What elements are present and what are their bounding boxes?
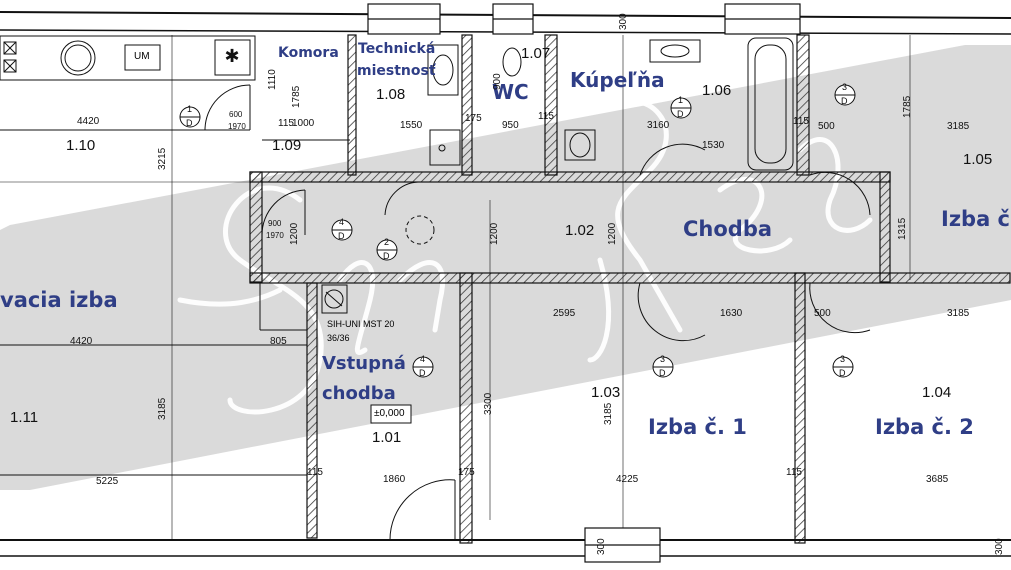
room-komora: Komora: [278, 45, 339, 61]
dimension: 4225: [616, 474, 639, 485]
room-number: 1.11: [10, 409, 39, 426]
door-number: 3: [660, 354, 666, 364]
dimension: 1110: [267, 69, 278, 90]
room-technicka-2: miestnosť: [357, 63, 436, 79]
walls: [0, 11, 1011, 557]
door-letter: D: [677, 109, 684, 119]
room-kupelna: Kúpeľňa: [570, 68, 665, 92]
dimension: 1785: [902, 95, 913, 118]
dimension: 300: [596, 538, 607, 555]
dimension: 5225: [96, 476, 119, 487]
room-number: 1.09: [272, 137, 302, 154]
dimension: 300: [994, 538, 1005, 555]
dimension: 300: [618, 13, 629, 30]
room-vstupna-2: chodba: [322, 383, 396, 404]
room-number: 1.03: [591, 384, 621, 401]
dimension: 3185: [157, 397, 168, 420]
room-obyvacia: vacia izba: [0, 288, 118, 312]
chimney-size: 36/36: [327, 333, 350, 343]
door-number: 1: [187, 104, 193, 114]
kitchen-counter: ✱: [0, 35, 256, 81]
room-number: 1.01: [372, 429, 402, 446]
door-letter: D: [383, 251, 390, 261]
dimension: 1200: [607, 222, 618, 245]
level-box: [370, 404, 412, 424]
door-number: 2: [384, 237, 390, 247]
door-number: 3: [842, 82, 848, 92]
dimension: 175: [458, 467, 475, 478]
windows: [367, 3, 801, 563]
door-markers: [179, 84, 856, 378]
dimension: 1630: [720, 308, 743, 319]
dimension: 1860: [383, 474, 406, 485]
room-chodba: Chodba: [683, 217, 773, 241]
door-swings: [204, 84, 871, 541]
dimension: 500: [818, 121, 835, 132]
chimney-label: SIH-UNI MST 20: [327, 319, 395, 329]
door-letter: D: [419, 368, 426, 378]
dimension: 1200: [489, 222, 500, 245]
dimension: 900: [492, 73, 503, 90]
room-izba-1: Izba č. 1: [648, 415, 747, 439]
dimension: 115: [786, 467, 802, 478]
dimension: 1550: [400, 120, 423, 131]
um-label: UM: [134, 51, 150, 62]
dimension: 600: [229, 110, 243, 119]
dimension: 1000: [292, 118, 315, 129]
dimension: 950: [502, 120, 519, 131]
room-number: 1.08: [376, 86, 406, 103]
dimension: 3160: [647, 120, 670, 131]
dimension: 500: [814, 308, 831, 319]
dimension: 1315: [897, 217, 908, 240]
door-letter: D: [186, 118, 193, 128]
dimension: 175: [465, 113, 482, 124]
dimension: 4420: [70, 336, 93, 347]
room-number: 1.05: [963, 151, 993, 168]
door-number: 4: [339, 217, 345, 227]
room-number: 1.06: [702, 82, 732, 99]
door-number: 1: [678, 95, 684, 105]
dimension: 3685: [926, 474, 949, 485]
dimension: 3215: [157, 147, 168, 170]
level-label: ±0,000: [374, 408, 405, 419]
svg-text:✱: ✱: [224, 46, 239, 66]
dimension: 900: [268, 219, 282, 228]
dimension: 3185: [603, 402, 614, 425]
dimension: 1970: [228, 122, 246, 131]
fixtures: [427, 37, 794, 171]
watermark-band: [0, 45, 1011, 490]
dimension: 115: [538, 111, 554, 122]
door-letter: D: [659, 368, 666, 378]
room-number: 1.04: [922, 384, 952, 401]
door-letter: D: [841, 96, 848, 106]
dimension: 115: [307, 467, 323, 478]
door-number: 3: [840, 354, 846, 364]
door-number: 4: [420, 354, 426, 364]
dimension: 1970: [266, 231, 284, 240]
dimension: 4420: [77, 116, 100, 127]
room-wc: WC: [492, 80, 529, 104]
dimension: 115: [793, 116, 809, 127]
room-number: 1.10: [66, 137, 96, 154]
room-izba-right: Izba č.: [941, 207, 1011, 231]
dimension: 3300: [483, 392, 494, 415]
door-letter: D: [839, 368, 846, 378]
dimension: 3185: [947, 308, 970, 319]
room-technicka-1: Technická: [358, 41, 436, 57]
dimension: 2595: [553, 308, 576, 319]
dimension: 3185: [947, 121, 970, 132]
room-number: 1.02: [565, 222, 595, 239]
room-vstupna-1: Vstupná: [322, 353, 406, 374]
room-izba-2: Izba č. 2: [875, 415, 974, 439]
dimension: 1785: [291, 85, 302, 108]
dimension: 115: [278, 118, 294, 129]
dimension: 805: [270, 336, 287, 347]
dimension: 1200: [289, 222, 300, 245]
dimension: 1530: [702, 140, 725, 151]
door-letter: D: [338, 231, 345, 241]
room-number: 1.07: [521, 45, 551, 62]
